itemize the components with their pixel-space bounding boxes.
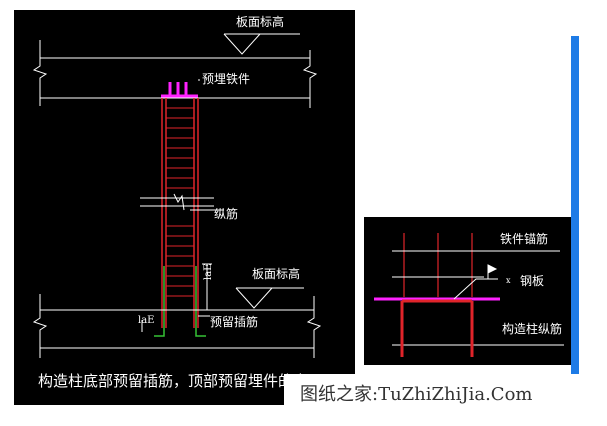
label-lae-horizontal: laE xyxy=(138,315,155,326)
elevation-marker-bottom xyxy=(235,287,304,309)
right-cad-panel: 铁件锚筋 钢板 x 构造柱纵筋 xyxy=(364,217,571,365)
column-longitudinal-bars xyxy=(400,299,474,357)
left-cad-panel: 板面标高 预埋铁件 纵筋 板面标高 预留插筋 laE laE 构造柱底部预留插筋… xyxy=(14,10,355,405)
grid-lines xyxy=(392,250,564,346)
label-slab-elevation-top: 板面标高 xyxy=(236,15,285,29)
top-slab xyxy=(32,40,318,108)
label-steel-plate: 钢板 xyxy=(520,274,545,288)
column-stirrups xyxy=(166,107,194,297)
right-drawing-canvas xyxy=(374,233,564,357)
embedded-plate xyxy=(161,82,198,98)
label-reserved-dowel: 预留插筋 xyxy=(210,315,259,329)
label-column-longitudinal-bar: 构造柱纵筋 xyxy=(502,322,563,336)
anchor-bars xyxy=(403,233,473,297)
left-drawing-canvas xyxy=(32,33,322,358)
accent-bar xyxy=(571,36,579,376)
column-rebar xyxy=(161,98,199,328)
lae-dimension xyxy=(141,263,212,332)
dowel-bars xyxy=(154,266,206,337)
label-slab-elevation-bottom: 板面标高 xyxy=(252,267,301,281)
label-embedded-part: 预埋铁件 xyxy=(202,72,251,86)
weld-symbol-label: x xyxy=(506,276,511,285)
label-longitudinal-bar: 纵筋 xyxy=(214,207,239,221)
elevation-marker-top xyxy=(223,33,300,55)
column-break-line xyxy=(140,193,224,211)
watermark: 图纸之家:TuZhiZhiJia.Com xyxy=(284,374,607,416)
label-iron-anchor-bar: 铁件锚筋 xyxy=(500,232,549,246)
weld-symbol xyxy=(453,264,498,300)
caption: 构造柱底部预留插筋，顶部预留埋件的方 xyxy=(38,372,309,390)
bottom-slab xyxy=(32,294,322,358)
leader-lines xyxy=(198,209,210,317)
label-lae-vertical: laE xyxy=(203,263,214,280)
